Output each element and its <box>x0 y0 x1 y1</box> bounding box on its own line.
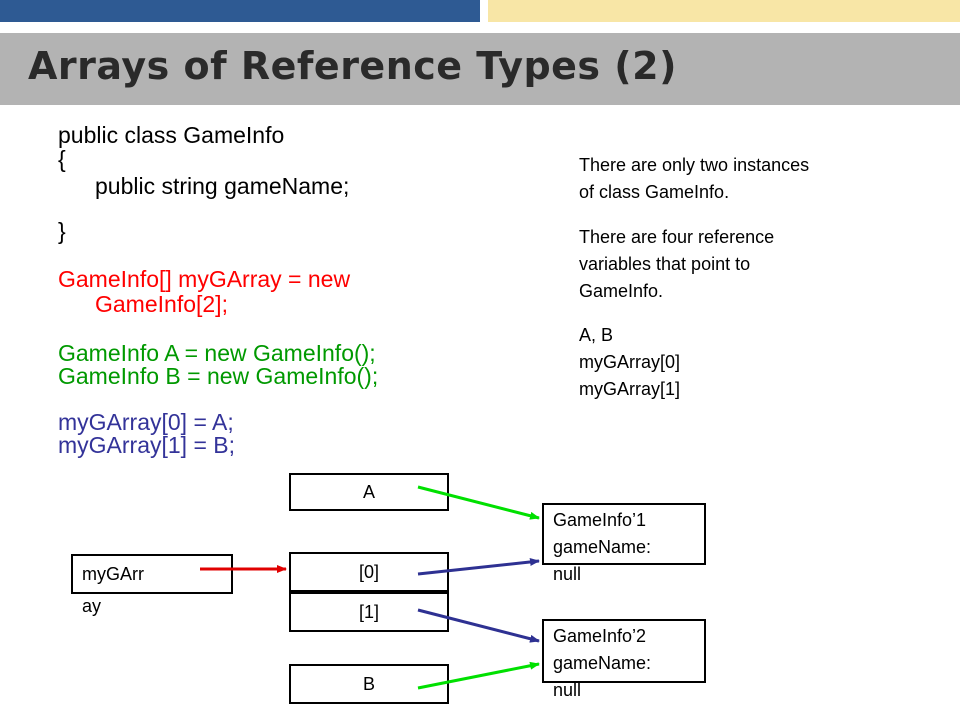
code-line-instance-a: GameInfo A = new GameInfo(); <box>58 340 376 366</box>
header-accent-blue <box>0 0 480 22</box>
code-line-field: public string gameName; <box>95 173 350 199</box>
reference-box-b-label: B <box>362 673 375 694</box>
code-line-open-brace: { <box>58 146 66 172</box>
array-variable-box <box>71 554 233 594</box>
code-line-array-decl-cont: GameInfo[2]; <box>95 291 228 317</box>
arrow-slot-1-to-gameinfo-2 <box>417 608 540 643</box>
array-slot-0-label: [0] <box>358 561 379 582</box>
object-gameinfo-1-text: GameInfo’1 gameName: null <box>553 510 652 584</box>
arrow-a-to-gameinfo-1 <box>417 485 540 520</box>
reference-box-b: B <box>289 664 449 704</box>
array-slot-1-label: [1] <box>358 601 379 622</box>
code-line-assign-1: myGArray[1] = B; <box>58 432 236 458</box>
object-box-gameinfo-1 <box>542 503 706 565</box>
code-line-close-brace: } <box>58 218 66 244</box>
note-reference-list: A, B myGArray[0] myGArray[1] <box>579 325 681 399</box>
note-instances: There are only two instances of class Ga… <box>579 155 810 202</box>
code-line-class-decl: public class GameInfo <box>58 122 285 148</box>
slide-title: Arrays of Reference Types (2) <box>28 44 677 88</box>
array-variable-label: myGArr <box>82 564 144 584</box>
header-accent-yellow <box>488 0 960 22</box>
arrow-b-to-gameinfo-2 <box>417 661 540 690</box>
reference-box-a-label: A <box>362 481 375 502</box>
reference-box-a: A <box>289 473 449 511</box>
title-band <box>0 33 960 105</box>
object-gameinfo-2-text: GameInfo’2 gameName: null <box>553 626 652 700</box>
note-references: There are four reference variables that … <box>579 227 775 301</box>
arrow-slot-0-to-gameinfo-1 <box>417 557 540 576</box>
object-box-gameinfo-2 <box>542 619 706 683</box>
code-line-assign-0: myGArray[0] = A; <box>58 409 234 435</box>
code-line-array-decl: GameInfo[] myGArray = new <box>58 266 351 292</box>
array-variable-label-wrap: ay <box>82 596 102 616</box>
code-line-instance-b: GameInfo B = new GameInfo(); <box>58 363 379 389</box>
